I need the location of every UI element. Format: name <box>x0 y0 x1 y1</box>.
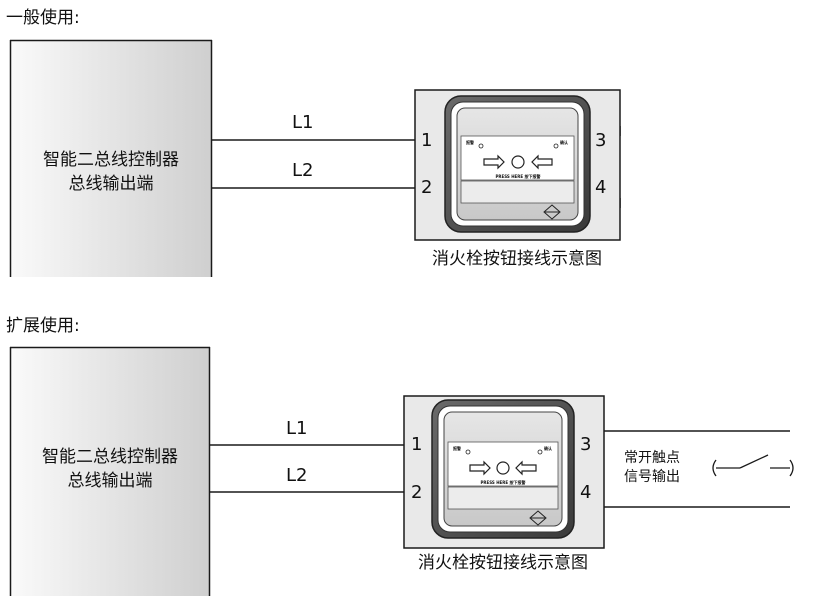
terminal-3: 3 <box>595 130 606 151</box>
diagram-caption: 消火栓按钮接线示意图 <box>418 553 588 573</box>
hydrant-button: 报警 确认 PRESS HERE 按下报警 1 2 3 4 <box>414 89 621 241</box>
section-extended: 扩展使用: 智能二总线控制器 总线输出端 L1 L2 报警 确认 <box>6 315 794 596</box>
controller-box: 智能二总线控制器 总线输出端 <box>9 39 213 277</box>
button-press-text: PRESS HERE 按下报警 <box>480 479 525 485</box>
normally-open-switch-icon <box>712 454 794 477</box>
diamond-icon <box>543 204 561 220</box>
button-label-confirm: 确认 <box>560 139 568 145</box>
controller-label-line2: 总线输出端 <box>69 174 154 194</box>
indicator-led-icon <box>553 143 559 149</box>
terminal-2: 2 <box>421 177 432 198</box>
indicator-led-icon <box>537 449 543 455</box>
wire-label-l1: L1 <box>292 112 313 133</box>
terminal-3: 3 <box>580 434 591 455</box>
controller-label-line1: 智能二总线控制器 <box>43 150 179 170</box>
press-arrows-icon <box>469 460 537 476</box>
contact-label-line1: 常开触点 <box>624 450 680 466</box>
button-label-alarm: 报警 <box>453 445 461 451</box>
section-heading: 一般使用: <box>6 7 80 28</box>
section-heading: 扩展使用: <box>6 315 80 336</box>
button-label-confirm: 确认 <box>544 445 552 451</box>
button-press-text: PRESS HERE 按下报警 <box>495 173 540 179</box>
indicator-led-icon <box>465 449 471 455</box>
controller-box: 智能二总线控制器 总线输出端 <box>9 346 211 596</box>
diamond-icon <box>529 510 547 526</box>
controller-label-line2: 总线输出端 <box>68 471 153 491</box>
button-label-alarm: 报警 <box>466 139 474 145</box>
terminal-1: 1 <box>421 130 432 151</box>
hydrant-button: 报警 确认 PRESS HERE 按下报警 1 2 3 4 <box>403 395 605 549</box>
wire-label-l2: L2 <box>286 465 307 486</box>
diagram-caption: 消火栓按钮接线示意图 <box>432 249 602 269</box>
terminal-4: 4 <box>580 482 591 503</box>
terminal-1: 1 <box>411 434 422 455</box>
wire-label-l1: L1 <box>286 418 307 439</box>
controller-label-line1: 智能二总线控制器 <box>42 447 178 467</box>
press-arrows-icon <box>483 154 553 170</box>
section-general: 一般使用: 智能二总线控制器 总线输出端 L1 L2 报警 <box>6 7 621 277</box>
indicator-led-icon <box>478 143 484 149</box>
terminal-2: 2 <box>411 482 422 503</box>
terminal-4: 4 <box>595 177 606 198</box>
wire-label-l2: L2 <box>292 160 313 181</box>
contact-label-line2: 信号输出 <box>624 469 680 485</box>
